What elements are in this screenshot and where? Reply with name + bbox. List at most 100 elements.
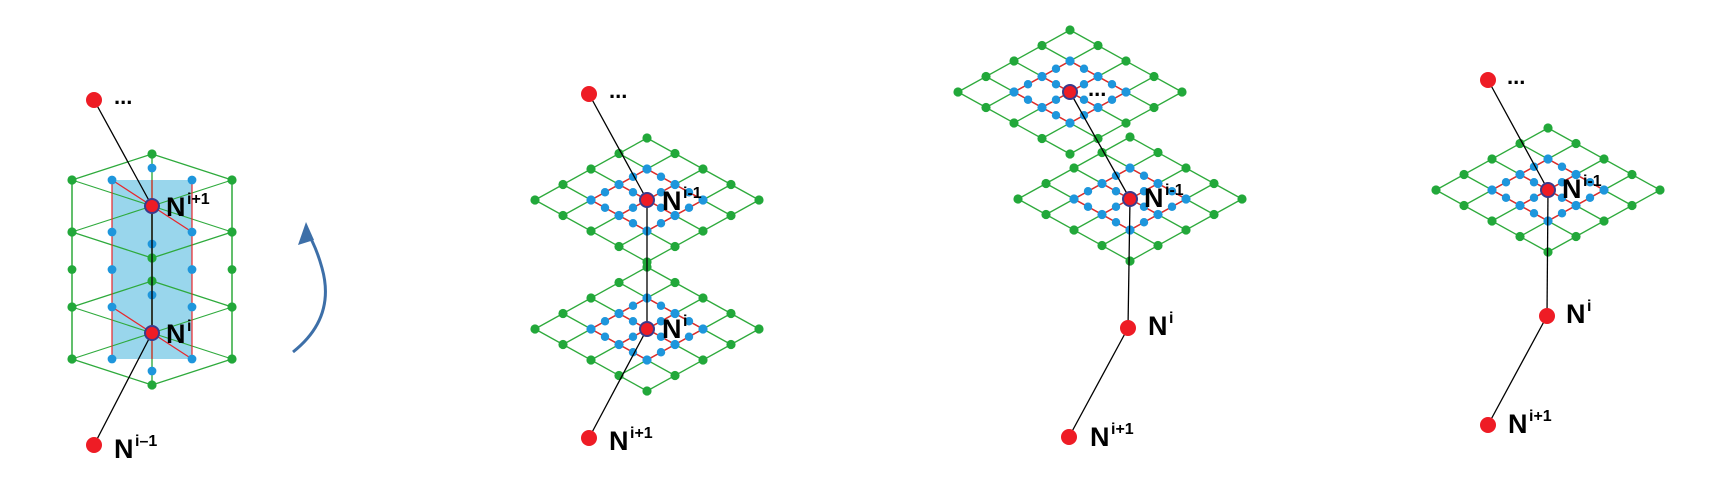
node-label-sup: i+1 [1111,421,1134,438]
inner-node [147,366,157,376]
lattice-top [953,25,1187,159]
center-node [144,325,160,341]
inner-node [1529,178,1539,187]
node-label-sup: i+1 [1529,408,1552,425]
inner-node [628,317,638,326]
node-label-base: N [662,186,682,216]
chain-link [588,328,648,439]
node-label-sup: i-1 [683,185,702,202]
prism-node [67,354,77,364]
inner-node [1557,193,1567,202]
node-label-sup: i+1 [630,425,653,442]
inner-node [1051,80,1061,89]
prism-node [147,380,157,390]
node-label-base: N [1090,422,1110,452]
inner-node [107,175,117,185]
lattice-node [1009,118,1019,128]
inner-node [1487,185,1497,195]
lattice-node [67,265,77,274]
node-label-sup: i-1 [1583,173,1602,190]
node-label-base: N [609,426,629,456]
inner-node [1181,194,1191,204]
node-label-base: N [1562,174,1582,204]
inner-node [698,324,708,334]
inner-node [656,332,666,341]
lattice-node [1153,240,1163,251]
prism-edge [71,358,153,386]
inner-node [1097,178,1107,189]
node-label-base: N [1566,299,1586,329]
chain-link [1546,189,1549,317]
chain-link [1069,91,1131,200]
lattice-node [1209,209,1219,220]
lattice-node [1459,169,1469,180]
chain-node [1539,308,1555,324]
inner-node [642,355,652,365]
inner-node [656,219,666,228]
inner-node [1107,80,1117,89]
lattice-node [1571,231,1581,242]
inner-node [614,339,624,350]
inner-node [1023,80,1033,89]
inner-node [1107,95,1117,104]
inner-node [1083,187,1093,196]
inner-node [1139,202,1149,211]
inner-node [187,354,197,364]
lattice-node [754,324,764,334]
inner-node [586,195,596,205]
inner-node [600,203,610,212]
node-label-sup: i [1587,298,1591,315]
curved-rotation-arrow-icon [292,229,327,354]
lattice-node [1237,194,1247,204]
lattice-node [1069,163,1079,173]
lattice-node [698,293,708,303]
inner-node [1009,87,1019,97]
chain-node [1061,429,1077,445]
inner-node [656,348,666,357]
lattice-node [530,324,540,334]
chain-link [93,332,153,446]
inner-node [1529,193,1539,202]
inner-node [628,219,638,228]
center-node [1062,84,1078,100]
node-label-base: N [662,314,682,344]
inner-node [628,332,638,341]
lattice-node [1097,147,1107,158]
inner-node [1097,209,1107,220]
inner-node [1167,187,1177,196]
node-label-base: N [114,434,134,464]
lattice-node [1459,200,1469,211]
inner-node [147,163,157,173]
lattice-node [670,241,680,252]
inner-node [1139,171,1149,180]
inner-node [670,308,680,319]
inner-node [656,317,666,326]
lattice-node [981,71,991,82]
center-node [1540,182,1556,198]
ellipsis-label: ... [1088,76,1106,101]
inner-node [1023,95,1033,104]
lattice-node [642,133,652,143]
lattice-node [107,265,117,274]
inner-node [1111,187,1121,196]
inner-node [1571,169,1581,180]
chain-node [1480,417,1496,433]
inner-node [1557,209,1567,218]
inner-node [628,301,638,310]
inner-node [107,354,117,364]
lattice-node [1065,25,1075,35]
lattice-node [698,226,708,236]
inner-node [1093,102,1103,113]
node-label-base: N [166,319,186,349]
inner-node [1543,154,1553,164]
lattice-node [1009,56,1019,66]
lattice-node [1599,154,1609,164]
inner-node [187,302,197,312]
node-label-sup: i [683,313,687,330]
